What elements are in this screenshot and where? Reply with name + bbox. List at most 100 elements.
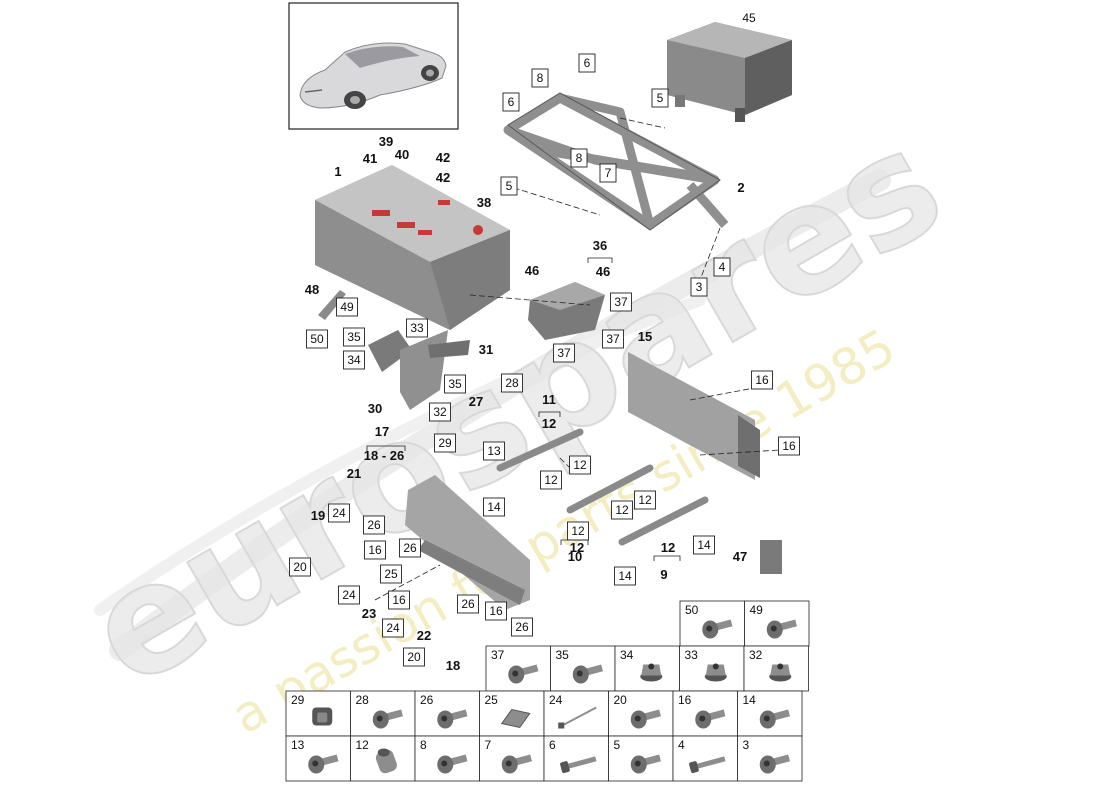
hardware-part-number: 49 [750,603,764,617]
callout-bracket [560,539,589,545]
callout-number: 8 [576,151,583,165]
callout-box [500,176,518,196]
car-thumbnail [288,2,459,130]
callout-1: 1 [334,164,341,179]
callout-box [602,329,624,349]
callout-7: 7 [599,163,617,183]
callout-16: 16 [485,601,507,621]
callout-box [380,564,402,584]
callout-number: 12 [638,493,652,507]
grommet-icon [312,707,333,726]
callout-number: 9 [660,567,667,582]
callout-24: 24 [382,618,404,638]
callout-number: 14 [487,500,501,514]
callout-37: 37 [610,292,632,312]
hardware-part-number: 24 [549,693,563,707]
hardware-part-number: 5 [614,738,621,752]
hex-nut-icon [640,663,663,682]
hardware-part-number: 34 [620,648,634,662]
callout-4: 4 [713,257,731,277]
callout-box [531,68,549,88]
callout-box [578,53,596,73]
flange-screw-icon [572,664,603,684]
callout-11: 11 [542,392,556,407]
callout-35: 35 [444,374,466,394]
callout-number: 26 [515,620,529,634]
callout-18: 18 [446,658,460,673]
screw-icon [630,709,661,729]
callout-box [651,88,669,108]
callout-12: 12 [569,455,591,475]
callout-box [382,618,404,638]
callout-number: 12 [615,503,629,517]
callout-10: 10 [568,549,582,564]
callout-number: 36 [593,238,607,253]
hardware-part-number: 12 [356,738,370,752]
hardware-part-number: 32 [749,648,763,662]
callout-bracket [587,257,613,263]
callout-25: 25 [380,564,402,584]
threaded-insert-icon [375,748,397,774]
hardware-part-number: 6 [549,738,556,752]
callout-12: 12 [542,416,556,431]
hardware-part-number: 8 [420,738,427,752]
callout-number: 27 [469,394,483,409]
callout-40: 40 [395,147,409,162]
screw-icon [372,709,403,729]
hardware-cell-34: 34 [614,645,680,692]
callout-number: 30 [368,401,382,416]
callout-box [338,585,360,605]
hardware-cell-4: 4 [672,735,738,782]
screw-icon [695,709,726,729]
hardware-cell-49: 49 [744,600,810,647]
callout-number: 17 [375,424,389,439]
callout-box [457,594,479,614]
torx-screw-icon [508,664,539,684]
callout-box [429,402,451,422]
hardware-part-number: 16 [678,693,692,707]
callout-box [501,373,523,393]
screw-icon [308,754,339,774]
callout-box [336,297,358,317]
callout-21: 21 [347,466,361,481]
battery-frame-edge [507,92,721,231]
callout-number: 5 [657,91,664,105]
callout-number: 47 [733,549,747,564]
hardware-cell-5: 5 [608,735,674,782]
hardware-cell-25: 25 [479,690,545,737]
hardware-part-number: 35 [556,648,570,662]
callout-box [614,566,636,586]
bracket-48-part [318,290,346,320]
callout-number: 41 [363,151,377,166]
callout-box [610,292,632,312]
callout-39: 39 [379,134,393,149]
hardware-cell-24: 24 [543,690,609,737]
hardware-part-number: 14 [743,693,757,707]
callout-2: 2 [737,180,744,195]
callout-number: 16 [782,439,796,453]
hardware-cell-35: 35 [550,645,616,692]
callout-box [751,370,773,390]
callout-number: 14 [697,538,711,552]
callout-26: 26 [399,538,421,558]
callout-number: 42 [436,150,450,165]
screw-icon [437,754,468,774]
sports-car-icon [299,42,447,109]
callout-number: 10 [568,549,582,564]
callout-49: 49 [336,297,358,317]
callout-number: 12 [570,540,584,555]
callout-box [511,617,533,637]
callout-number: 12 [573,458,587,472]
callout-box [406,318,428,338]
cable-tie-icon [558,706,597,729]
callout-number: 12 [542,416,556,431]
callout-16: 16 [751,370,773,390]
hardware-cell-12: 12 [350,735,416,782]
hex-flange-bolt-icon [766,619,797,639]
callout-14: 14 [483,497,505,517]
callout-26: 26 [363,515,385,535]
callout-number: 21 [347,466,361,481]
callout-number: 16 [755,373,769,387]
callout-number: 24 [342,588,356,602]
